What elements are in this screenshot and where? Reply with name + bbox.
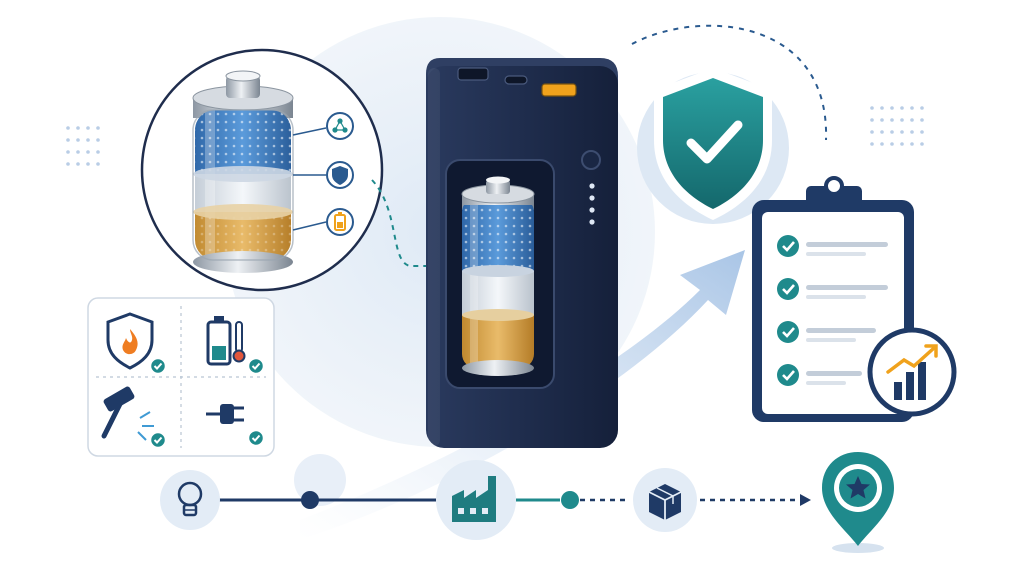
lightbulb-icon (160, 470, 220, 530)
hammer-impact-icon (101, 386, 167, 449)
fast-charge-port (541, 83, 577, 97)
usb-a-port (457, 67, 489, 81)
battery-thermometer-icon (206, 316, 265, 375)
cell-cross-section-icon (192, 70, 294, 273)
timeline-node (561, 491, 579, 509)
dashed-connector (371, 179, 440, 267)
battery-charge-icon (326, 208, 354, 236)
growth-chart-icon (867, 327, 957, 417)
charge-level-leds (589, 183, 595, 225)
battery-cell-closeup (140, 48, 384, 292)
shield-check-icon (637, 68, 789, 224)
power-button (581, 150, 601, 170)
package-box-icon (633, 468, 697, 532)
network-nodes-icon (326, 112, 354, 140)
safety-tests-panel (87, 297, 275, 457)
checklist-rows (777, 235, 888, 386)
internal-cell-icon (461, 176, 535, 376)
growth-arrow (300, 250, 745, 540)
power-bank-device (426, 58, 618, 448)
usb-c-port (504, 75, 528, 85)
factory-icon (436, 460, 516, 540)
callout-leaders (292, 127, 327, 231)
shield-icon (326, 161, 354, 189)
decorative-dot-grid-right (870, 106, 924, 146)
decorative-dot-grid-left (66, 126, 100, 166)
flame-shield-icon (106, 312, 167, 375)
timeline-node (301, 491, 319, 509)
location-star-icon (822, 452, 894, 553)
process-timeline (160, 452, 894, 553)
power-plug-icon (206, 404, 265, 447)
dashed-connector-arc (631, 24, 828, 141)
